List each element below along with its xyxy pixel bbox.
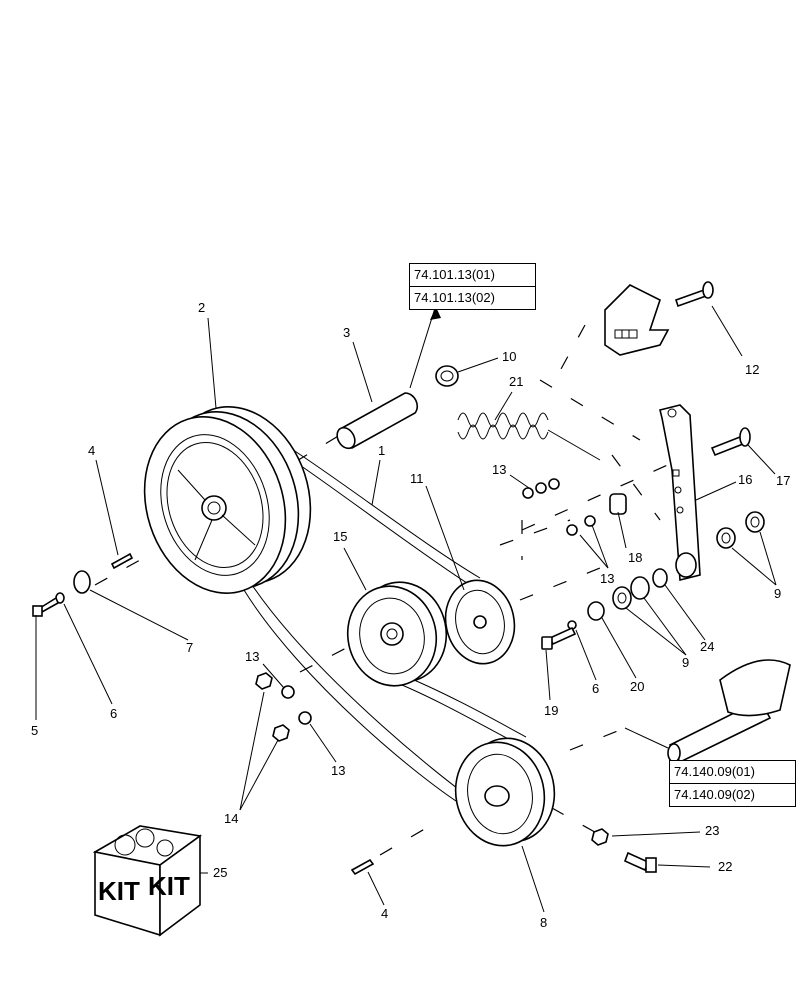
nut <box>591 828 609 846</box>
washer <box>73 570 91 594</box>
leader-lines <box>35 305 777 913</box>
callout-3: 3 <box>343 325 350 340</box>
callout-21: 21 <box>509 374 523 389</box>
shaft-tube <box>336 392 419 450</box>
pulley <box>454 737 556 847</box>
callout-2: 2 <box>198 300 205 315</box>
callout-6: 6 <box>592 681 599 696</box>
callout-17: 17 <box>776 473 790 488</box>
callout-14: 14 <box>224 811 238 826</box>
key-pin <box>110 552 134 570</box>
reference-link[interactable]: 74.140.09(01) <box>674 764 755 779</box>
washer <box>435 365 459 387</box>
callout-13: 13 <box>600 571 614 586</box>
callout-19: 19 <box>544 703 558 718</box>
callout-13: 13 <box>245 649 259 664</box>
callout-6: 6 <box>110 706 117 721</box>
bolt <box>541 626 577 650</box>
callout-1: 1 <box>378 443 385 458</box>
washer-set <box>522 478 596 536</box>
callout-4: 4 <box>381 906 388 921</box>
bolt <box>674 281 714 308</box>
callout-5: 5 <box>31 723 38 738</box>
callout-16: 16 <box>738 472 752 487</box>
spring <box>457 412 601 461</box>
reference-link[interactable]: 74.140.09(02) <box>670 783 795 806</box>
callout-22: 22 <box>718 859 732 874</box>
callout-9: 9 <box>682 655 689 670</box>
callout-4: 4 <box>88 443 95 458</box>
callout-20: 20 <box>630 679 644 694</box>
callout-numbers: 2 3 10 21 12 17 4 1 13 11 16 15 18 13 9 … <box>31 300 790 930</box>
callout-15: 15 <box>333 529 347 544</box>
reference-link[interactable]: 74.101.13(02) <box>410 286 535 309</box>
callout-23: 23 <box>705 823 719 838</box>
idler-pulley <box>444 579 516 665</box>
reference-box-bottom: 74.140.09(01) 74.140.09(02) <box>669 760 796 807</box>
callout-10: 10 <box>502 349 516 364</box>
callout-9: 9 <box>774 586 781 601</box>
callout-8: 8 <box>540 915 547 930</box>
bolt <box>623 851 657 873</box>
reference-link[interactable]: 74.101.13(01) <box>414 267 495 282</box>
callout-13: 13 <box>492 462 506 477</box>
kit-label-right: KIT <box>148 871 190 901</box>
callout-24: 24 <box>700 639 714 654</box>
callout-7: 7 <box>186 640 193 655</box>
reference-box-top: 74.101.13(01) 74.101.13(02) <box>409 263 536 310</box>
kit-box: KIT KIT <box>92 825 203 937</box>
bushing <box>609 493 627 515</box>
bolt <box>710 427 751 457</box>
large-pulley <box>143 406 312 594</box>
callout-18: 18 <box>628 550 642 565</box>
nut-set <box>255 672 312 742</box>
idler-arm <box>659 404 701 582</box>
drive-shaft <box>667 659 791 764</box>
callout-12: 12 <box>745 362 759 377</box>
bolt <box>32 596 60 617</box>
bracket <box>604 284 670 356</box>
pulley <box>346 581 448 687</box>
axis-lines <box>94 324 691 856</box>
callout-13: 13 <box>331 763 345 778</box>
callout-25: 25 <box>213 865 227 880</box>
washer-stack <box>567 511 765 630</box>
key-pin <box>350 858 375 876</box>
callout-11: 11 <box>410 471 424 486</box>
kit-label-left: KIT <box>98 876 140 906</box>
